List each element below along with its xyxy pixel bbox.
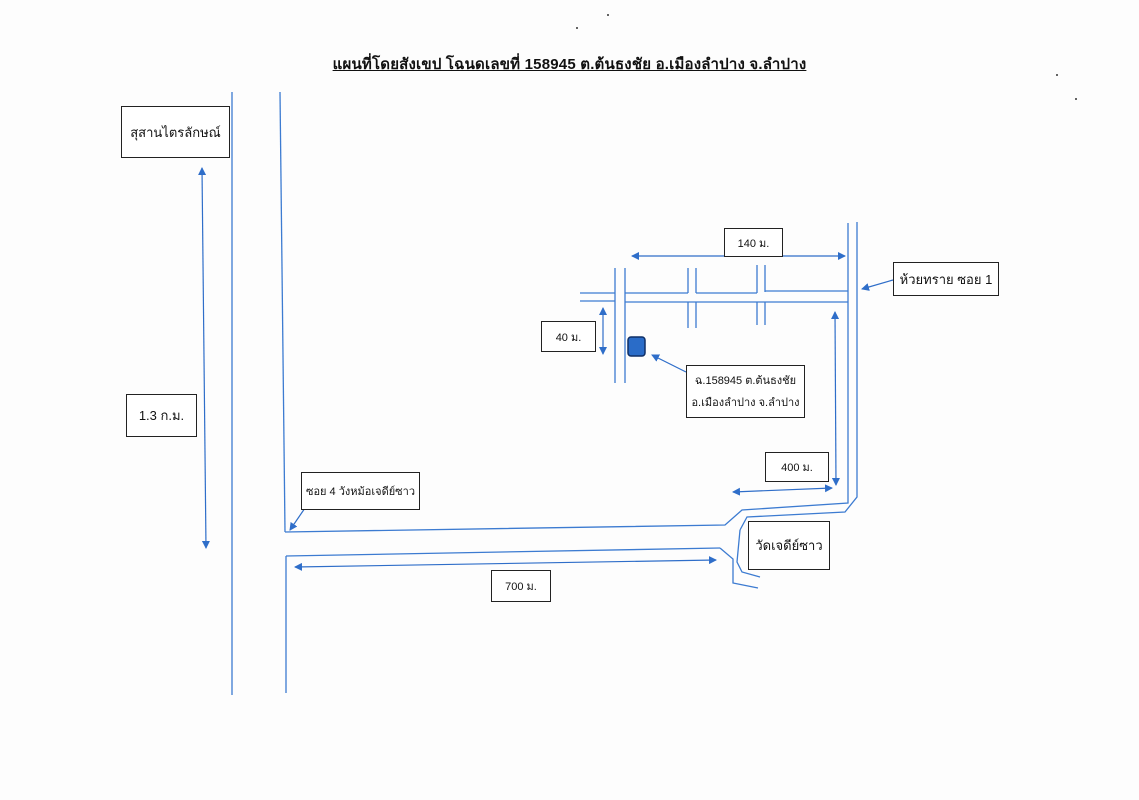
parcel-info-line2: อ.เมืองลำปาง จ.ลำปาง (691, 396, 800, 409)
distance-1-3km-label: 1.3 ก.ม. (126, 394, 197, 437)
scan-speck (1056, 74, 1058, 76)
soi1-road-right-edge (739, 222, 858, 531)
cemetery-label: สุสานไตรลักษณ์ (121, 106, 230, 158)
huai-sai-soi1-label: ห้วยทราย ซอย 1 (893, 262, 999, 296)
distance-140m-label: 140 ม. (724, 228, 783, 257)
pointer-huai-sai (861, 279, 894, 291)
map-title: แผนที่โดยสังเขป โฉนดเลขที่ 158945 ต.ต้นธ… (332, 56, 807, 73)
main-road-right-edge-upper (279, 91, 286, 533)
parcel-marker-icon (627, 336, 646, 357)
pointer-soi4 (289, 507, 306, 531)
parcel-info-line1: ฉ.158945 ต.ต้นธงชัย (694, 374, 797, 387)
soi4-road-upper-edge (284, 223, 849, 533)
scan-speck (576, 27, 578, 29)
parcel-info-label: ฉ.158945 ต.ต้นธงชัย อ.เมืองลำปาง จ.ลำปาง (686, 365, 805, 418)
temple-road-edge-2 (736, 529, 761, 578)
arrow-400m-vertical (831, 311, 840, 486)
scan-speck (1075, 98, 1077, 100)
pointer-parcel (651, 354, 687, 373)
road-lines (231, 91, 858, 695)
distance-700m-label: 700 ม. (491, 570, 551, 602)
temple-label: วัดเจดีย์ซาว (748, 521, 830, 570)
arrow-700m (294, 556, 717, 571)
temple-road-edge-1 (719, 547, 759, 589)
scan-speck (607, 14, 609, 16)
distance-40m-label: 40 ม. (541, 321, 596, 352)
soi4-road-lower-edge (285, 547, 721, 557)
dimension-arrows (198, 167, 894, 571)
distance-400m-label: 400 ม. (765, 452, 829, 482)
arrow-400m-horizontal (732, 484, 833, 496)
soi4-label: ซอย 4 วังหม้อเจดีย์ซาว (301, 472, 420, 510)
arrow-1-3km (198, 167, 210, 549)
